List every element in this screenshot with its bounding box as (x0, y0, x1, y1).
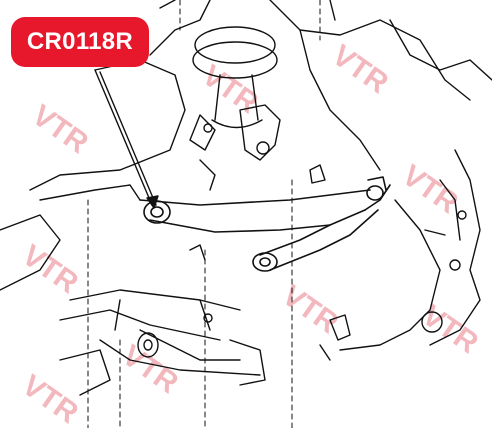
subframe (59, 289, 351, 396)
lower-control-arm (139, 176, 391, 272)
watermark-text: VTR (326, 39, 394, 101)
strut-assembly (189, 26, 281, 161)
watermark-text: VTR (26, 99, 94, 161)
chassis-outline (0, 0, 492, 351)
engine-detail (189, 0, 336, 323)
callout-leader (94, 69, 159, 209)
watermark-layer: VTR VTR VTR VTR VTR VTR VTR VTR VTR (16, 39, 484, 428)
watermark-text: VTR (16, 239, 84, 301)
watermark-text: VTR (16, 369, 84, 428)
watermark-text: VTR (396, 159, 464, 221)
part-number-label: CR0118R (11, 17, 149, 67)
center-lines (87, 0, 321, 428)
